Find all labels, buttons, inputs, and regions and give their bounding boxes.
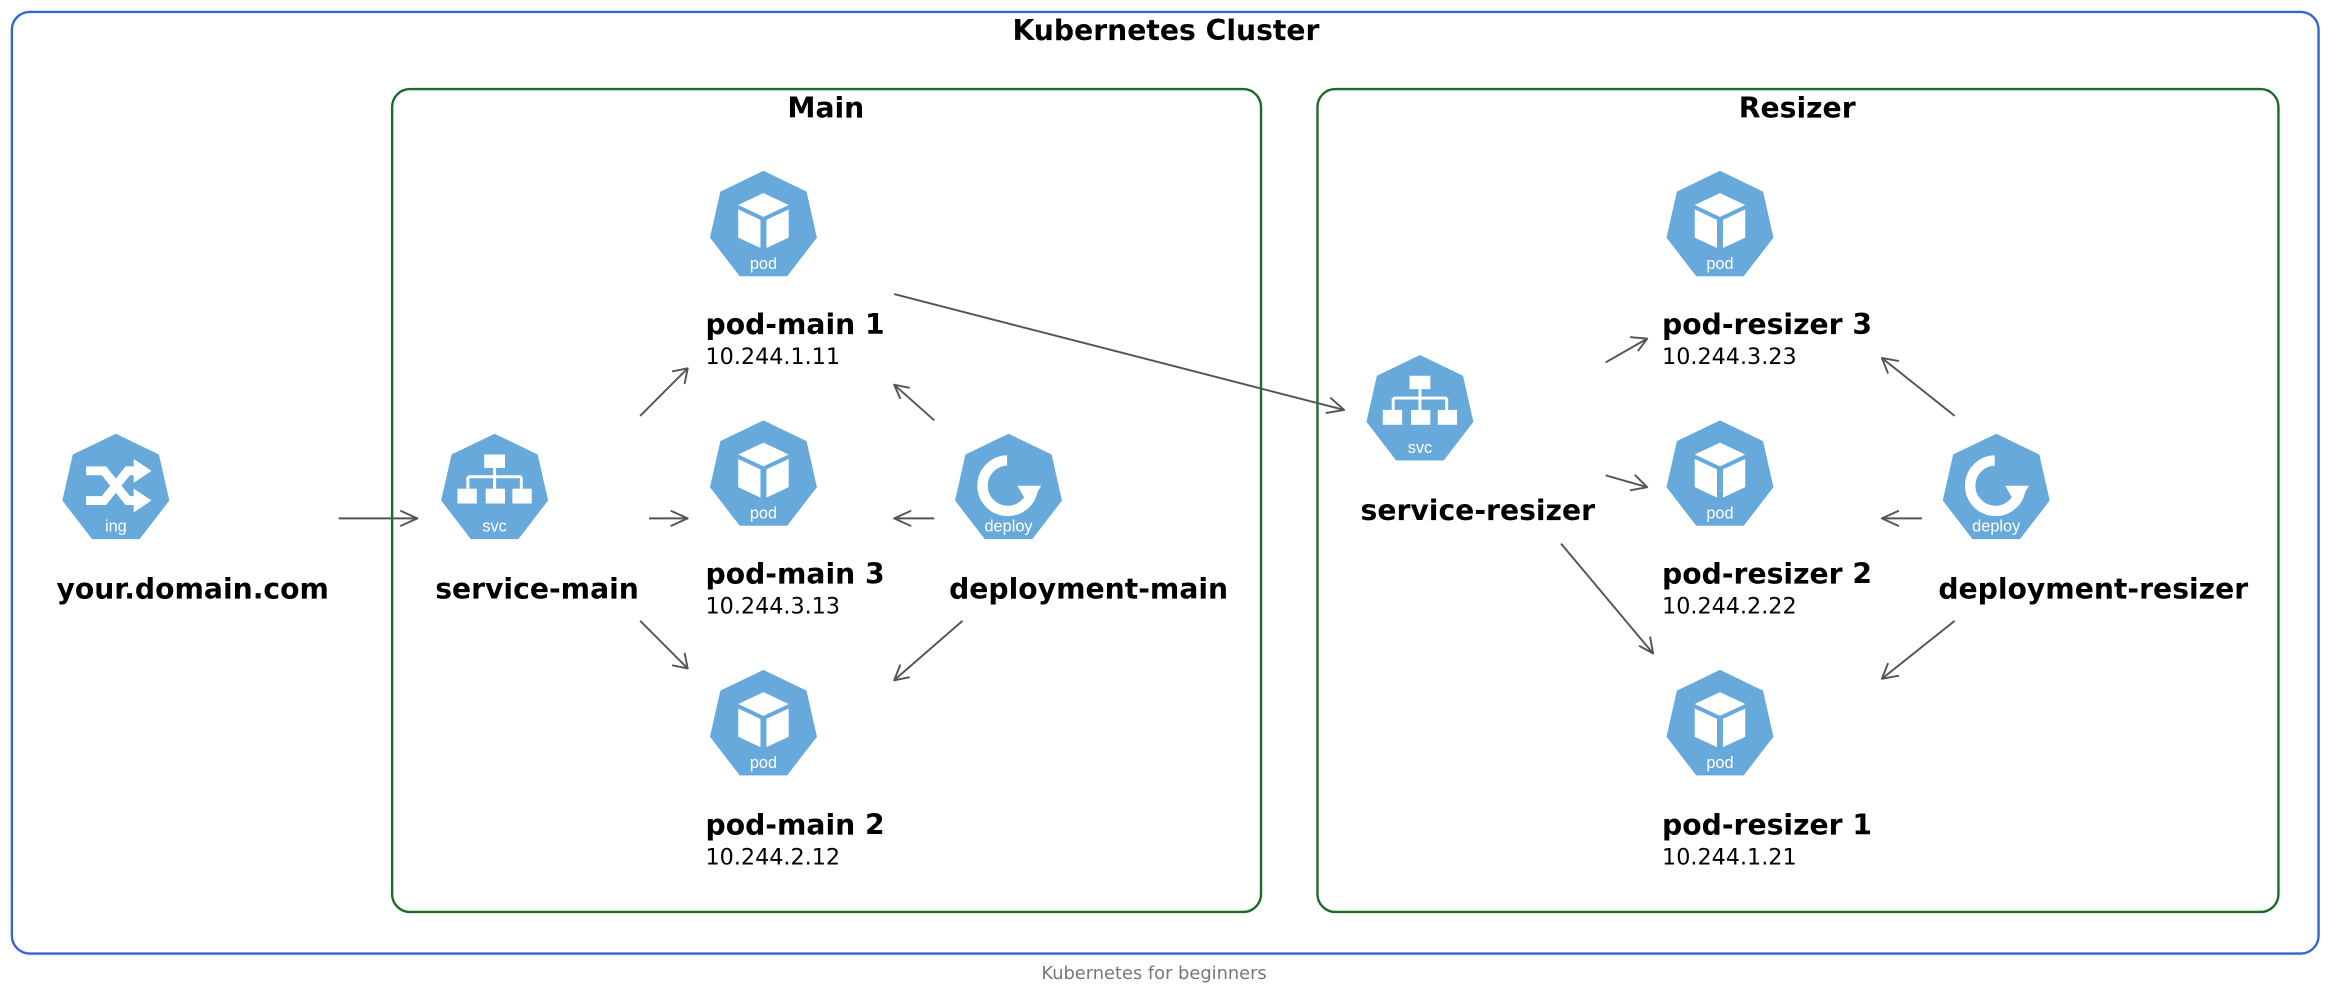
pod-main-2-ip: 10.244.2.12	[706, 844, 841, 870]
deployment-main-node[interactable]: deploy deployment-main	[949, 433, 1228, 606]
group-resizer-title: Resizer	[1739, 91, 1856, 124]
svg-text:deploy: deploy	[984, 518, 1033, 536]
edge-deployment-main-to-pod-main-2	[893, 620, 964, 682]
pod-resizer-2-ip: 10.244.2.22	[1662, 593, 1797, 619]
deploy-icon: deploy	[1942, 433, 2050, 540]
pod-resizer-1-label: pod-resizer 1	[1662, 809, 1872, 842]
svg-text:ing: ing	[105, 518, 127, 536]
edge-deployment-resizer-to-pod-resizer-1	[1880, 620, 1956, 680]
pod-main-1-node[interactable]: pod pod-main 1 10.244.1.11	[706, 170, 885, 370]
svg-text:pod: pod	[750, 504, 777, 522]
edge-pod-main-1-to-service-resizer	[893, 293, 1346, 414]
pod-main-3-ip: 10.244.3.13	[706, 593, 841, 619]
pod-resizer-3-ip: 10.244.3.23	[1662, 344, 1797, 370]
service-main-label: service-main	[435, 573, 639, 606]
svg-text:pod: pod	[1706, 255, 1733, 273]
pod-icon: pod	[1666, 669, 1774, 776]
edge-service-main-to-pod-main-2	[639, 620, 689, 670]
edge-deployment-resizer-to-pod-resizer-3	[1880, 356, 1956, 417]
pod-main-1-ip: 10.244.1.11	[706, 344, 841, 370]
service-icon: svc	[1366, 354, 1474, 461]
edge-service-main-to-pod-main-1	[639, 367, 689, 417]
pod-main-2-label: pod-main 2	[706, 809, 885, 842]
deploy-icon: deploy	[955, 433, 1062, 540]
pod-resizer-2-label: pod-resizer 2	[1662, 558, 1872, 591]
ingress-label: your.domain.com	[56, 573, 329, 606]
edges	[338, 293, 1956, 682]
svg-text:pod: pod	[1706, 754, 1733, 772]
service-icon: svc	[441, 433, 549, 540]
service-main-node[interactable]: svc service-main	[435, 433, 639, 606]
group-main-boundary	[390, 87, 1263, 914]
pod-main-3-node[interactable]: pod pod-main 3 10.244.3.13	[706, 420, 885, 619]
edge-service-resizer-to-pod-resizer-2	[1605, 474, 1649, 492]
ingress-icon: ing	[62, 433, 170, 540]
svg-text:pod: pod	[750, 754, 777, 772]
edge-deployment-main-to-pod-main-1	[893, 383, 935, 422]
group-resizer-boundary	[1316, 87, 2280, 914]
svg-text:pod: pod	[750, 255, 777, 273]
deployment-resizer-node[interactable]: deploy deployment-resizer	[1938, 433, 2248, 606]
deployment-resizer-label: deployment-resizer	[1938, 573, 2248, 606]
edge-service-resizer-to-pod-resizer-3	[1605, 336, 1649, 364]
svg-text:deploy: deploy	[1972, 518, 2021, 536]
pod-resizer-3-label: pod-resizer 3	[1662, 308, 1872, 341]
pod-main-2-node[interactable]: pod pod-main 2 10.244.2.12	[706, 669, 885, 871]
edge-service-resizer-to-pod-resizer-1	[1560, 542, 1655, 655]
pod-icon: pod	[709, 420, 817, 526]
ingress-node[interactable]: ing your.domain.com	[56, 433, 329, 606]
edge-deployment-resizer-to-pod-resizer-2	[1880, 509, 1922, 527]
svg-text:svc: svc	[482, 518, 507, 536]
edge-deployment-main-to-pod-main-3	[893, 509, 935, 527]
group-main-title: Main	[787, 91, 864, 124]
diagram-caption: Kubernetes for beginners	[1041, 963, 1266, 984]
cluster-boundary	[10, 10, 2320, 955]
pod-resizer-2-node[interactable]: pod pod-resizer 2 10.244.2.22	[1662, 420, 1872, 619]
svg-text:svc: svc	[1408, 439, 1433, 457]
pod-main-1-label: pod-main 1	[706, 308, 885, 341]
service-resizer-node[interactable]: svc service-resizer	[1361, 354, 1596, 527]
edge-ingress-to-service-main	[338, 509, 419, 527]
pod-icon: pod	[1666, 420, 1774, 526]
pod-resizer-1-ip: 10.244.1.21	[1662, 844, 1797, 870]
pod-main-3-label: pod-main 3	[706, 558, 885, 591]
pod-resizer-1-node[interactable]: pod pod-resizer 1 10.244.1.21	[1662, 669, 1872, 871]
pod-icon: pod	[1666, 170, 1774, 277]
edge-service-main-to-pod-main-3	[649, 509, 689, 527]
pod-icon: pod	[709, 669, 817, 776]
service-resizer-label: service-resizer	[1361, 494, 1596, 527]
pod-resizer-3-node[interactable]: pod pod-resizer 3 10.244.3.23	[1662, 170, 1872, 370]
deployment-main-label: deployment-main	[949, 573, 1228, 606]
pod-icon: pod	[709, 170, 817, 277]
cluster-title: Kubernetes Cluster	[1012, 14, 1319, 47]
svg-text:pod: pod	[1706, 504, 1733, 522]
